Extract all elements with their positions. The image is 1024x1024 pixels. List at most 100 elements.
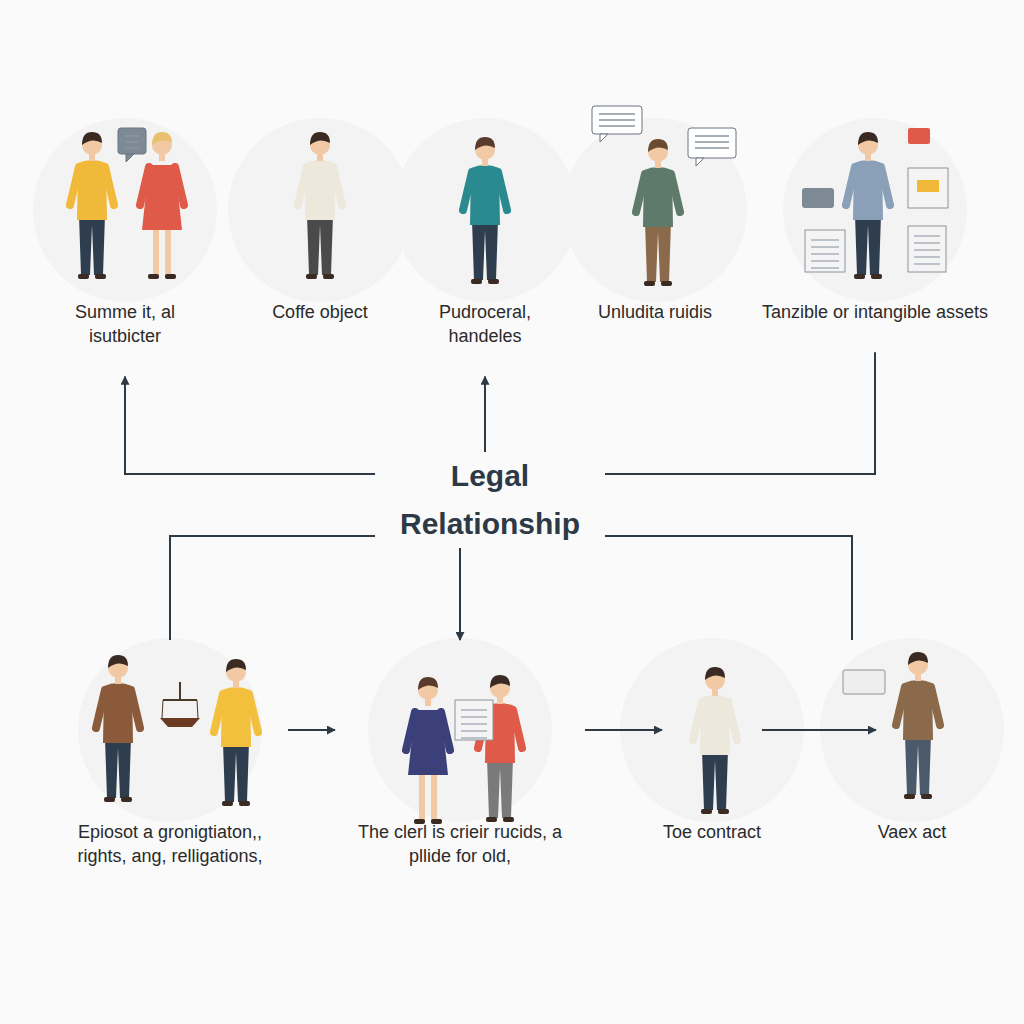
- drawing-part: [125, 135, 139, 137]
- figure-node: Coffe object: [265, 120, 375, 352]
- speech-bubble: [592, 106, 642, 142]
- drawing-part: [931, 687, 940, 725]
- drawing-part: [503, 817, 514, 822]
- drawing-part: [636, 174, 645, 212]
- drawing-part: [455, 700, 493, 740]
- drawing-part: [914, 242, 940, 244]
- drawing-part: [914, 235, 940, 237]
- person-figure: [463, 137, 507, 284]
- drawing-part: [702, 750, 728, 810]
- caption-text: Unludita ruidis: [595, 300, 715, 324]
- drawing-part: [148, 274, 159, 279]
- title-text: Legal Relationship: [375, 452, 605, 548]
- drawing-part: [105, 738, 131, 798]
- drawing-part: [162, 700, 163, 718]
- figure-node: Vaex act: [876, 640, 948, 854]
- drawing-part: [472, 220, 498, 280]
- drawing-part: [461, 716, 487, 718]
- document-icon: [908, 226, 946, 272]
- connector: [585, 729, 662, 731]
- drawing-part: [811, 260, 839, 262]
- drawing-part: [121, 797, 132, 802]
- caption-text: Coffe object: [265, 300, 375, 324]
- drawing-part: [461, 737, 487, 739]
- drawing-part: [701, 809, 712, 814]
- connector: [605, 352, 875, 474]
- drawing-part: [599, 125, 635, 127]
- drawing-part: [104, 797, 115, 802]
- drawing-part: [486, 817, 497, 822]
- figure-node: The clerl is crieir rucids, a pllide for…: [335, 640, 585, 879]
- document-icon: [805, 230, 845, 272]
- drawing-part: [223, 742, 249, 802]
- drawing-part: [96, 690, 105, 728]
- drawing-part: [153, 230, 159, 275]
- drawing-part: [431, 775, 437, 820]
- drawing-part: [333, 167, 342, 205]
- caption-text: Toe contract: [662, 820, 762, 844]
- drawing-part: [70, 167, 79, 205]
- person-figure: [636, 139, 680, 286]
- drawing-part: [160, 718, 200, 727]
- drawing-part: [600, 134, 608, 142]
- scale-icon: [160, 682, 200, 727]
- drawing-part: [914, 263, 940, 265]
- drawing-part: [79, 215, 105, 275]
- drawing-part: [307, 215, 333, 275]
- drawing-part: [881, 167, 890, 205]
- drawing-part: [108, 655, 128, 668]
- caption-text: Epiosot a gronigtiaton,, rights, ang, re…: [52, 820, 288, 869]
- drawing-part: [323, 274, 334, 279]
- drawing-part: [125, 141, 139, 143]
- drawing-part: [695, 147, 729, 149]
- drawing-part: [78, 274, 89, 279]
- drawing-part: [298, 167, 307, 205]
- drawing-part: [921, 794, 932, 799]
- person-figure: [70, 132, 114, 279]
- caption-text: The clerl is crieir rucids, a pllide for…: [335, 820, 585, 869]
- board-icon: [917, 180, 939, 192]
- drawing-part: [471, 279, 482, 284]
- backdrop-circle: [563, 118, 747, 302]
- drawing-part: [126, 154, 134, 162]
- drawing-part: [858, 132, 878, 145]
- drawing-part: [718, 809, 729, 814]
- drawing-part: [463, 172, 472, 210]
- central-concept: Legal Relationship: [375, 452, 605, 548]
- drawing-part: [214, 694, 223, 732]
- drawing-part: [688, 128, 736, 158]
- drawing-part: [846, 167, 855, 205]
- backdrop-circle: [368, 638, 552, 822]
- drawing-part: [811, 253, 839, 255]
- connector: [459, 548, 461, 640]
- backdrop-circle: [783, 118, 967, 302]
- speech-bubble: [802, 188, 834, 208]
- drawing-part: [914, 249, 940, 251]
- person-figure: [298, 132, 342, 279]
- drawing-part: [855, 215, 881, 275]
- drawing-part: [728, 702, 737, 740]
- drawing-part: [488, 279, 499, 284]
- drawing-part: [419, 775, 425, 820]
- figure-node: Summe it, al isutbicter: [60, 120, 190, 377]
- drawing-part: [249, 694, 258, 732]
- drawing-part: [513, 710, 522, 748]
- drawing-part: [854, 274, 865, 279]
- connector: [605, 536, 852, 640]
- caption-text: Pudroceral, handeles: [425, 300, 545, 349]
- drawing-part: [648, 139, 668, 152]
- connector: [125, 377, 375, 474]
- drawing-part: [671, 174, 680, 212]
- screen-icon: [843, 670, 885, 694]
- drawing-part: [82, 132, 102, 145]
- drawing-part: [306, 274, 317, 279]
- drawing-part: [592, 106, 642, 134]
- drawing-part: [118, 128, 146, 154]
- drawing-part: [498, 172, 507, 210]
- caption-text: Tanzible or intangible assets: [755, 300, 995, 324]
- drawing-part: [705, 667, 725, 680]
- drawing-part: [693, 702, 702, 740]
- person-figure: [214, 659, 258, 806]
- drawing-part: [197, 700, 198, 718]
- drawing-part: [140, 167, 149, 205]
